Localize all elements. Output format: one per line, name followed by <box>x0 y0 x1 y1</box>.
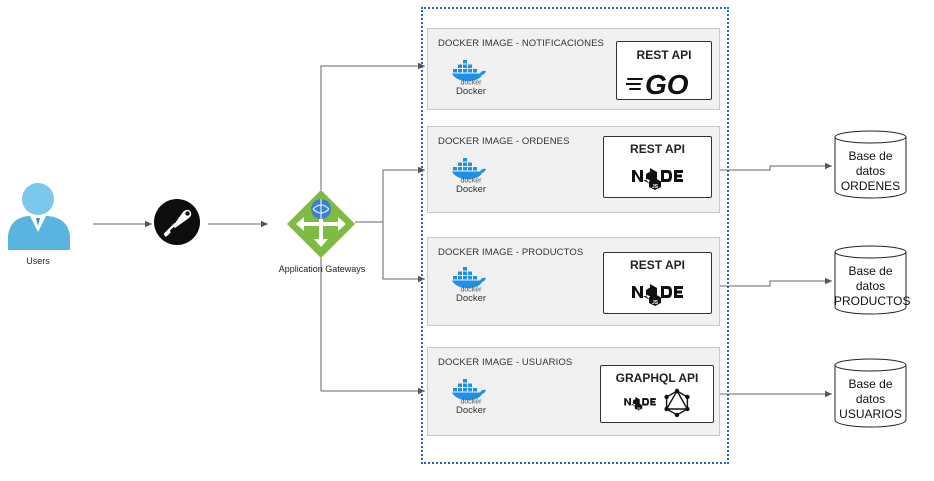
postman-icon[interactable] <box>153 198 201 246</box>
docker-image-title: DOCKER IMAGE - ORDENES <box>438 136 570 147</box>
database-label-line: Base de <box>848 264 893 278</box>
api-box[interactable]: REST API JS <box>603 136 712 198</box>
docker-host-container <box>421 7 729 464</box>
gateway-label: Application Gateways <box>278 264 366 274</box>
gateway-to-usuarios-line <box>320 255 425 395</box>
nodejs-logo-icon: JS <box>623 395 658 416</box>
docker-wordmark: docker <box>460 80 482 86</box>
productos-to-db-line <box>706 277 832 287</box>
users-label: Users <box>26 256 50 266</box>
docker-label: Docker <box>455 86 487 97</box>
users-node[interactable]: Users <box>6 182 72 272</box>
docker-image-title: DOCKER IMAGE - PRODUCTOS <box>438 247 584 258</box>
gateway-to-productos-line <box>355 221 425 283</box>
database-label-line: USUARIOS <box>839 407 902 421</box>
svg-text:JS: JS <box>652 184 659 190</box>
docker-label: Docker <box>455 184 487 195</box>
database-icon <box>834 358 907 428</box>
docker-wordmark: docker <box>460 287 482 293</box>
database-label-line: datos <box>855 279 886 293</box>
api-title: REST API <box>630 142 685 156</box>
graphql-icon <box>662 388 692 423</box>
docker-image-title: DOCKER IMAGE - NOTIFICACIONES <box>438 38 604 49</box>
docker-image-title: DOCKER IMAGE - USUARIOS <box>438 357 573 368</box>
docker-wordmark: docker <box>460 399 482 405</box>
svg-text:JS: JS <box>652 300 659 306</box>
api-title: GRAPHQL API <box>615 371 699 385</box>
ordenes-to-db-line <box>706 162 832 171</box>
user-icon <box>8 183 70 250</box>
database-label-line: Base de <box>848 377 893 391</box>
api-box[interactable]: GRAPHQL API JS <box>600 365 714 423</box>
docker-icon: docker <box>451 266 491 297</box>
gateway-to-notificaciones-line <box>320 62 425 190</box>
database-label-line: datos <box>855 392 886 406</box>
database-label-line: datos <box>855 164 886 178</box>
docker-wordmark: docker <box>460 178 482 184</box>
docker-icon: docker <box>451 378 491 409</box>
api-title: REST API <box>630 258 685 272</box>
database-label-line: PRODUCTOS <box>834 294 911 308</box>
gateway-to-ordenes-line <box>355 166 425 223</box>
go-logo-icon: GO <box>625 69 702 102</box>
nodejs-graphql-logos: JS <box>623 388 692 423</box>
database-label-line: ORDENES <box>840 179 901 193</box>
docker-label: Docker <box>455 405 487 416</box>
docker-icon: docker <box>451 59 491 90</box>
svg-text:GO: GO <box>645 69 689 97</box>
database-icon <box>834 130 907 199</box>
api-box[interactable]: REST API JS <box>603 252 712 314</box>
application-gateway-icon[interactable] <box>286 189 356 259</box>
docker-label: Docker <box>455 293 487 304</box>
nodejs-logo-icon: JS <box>630 165 686 196</box>
database-icon <box>834 245 907 315</box>
nodejs-logo-icon: JS <box>630 281 686 312</box>
svg-text:JS: JS <box>637 406 641 410</box>
api-title: REST API <box>636 48 692 62</box>
database-label-line: Base de <box>848 149 893 163</box>
docker-icon: docker <box>451 157 491 188</box>
api-box[interactable]: REST API GO <box>616 41 712 100</box>
